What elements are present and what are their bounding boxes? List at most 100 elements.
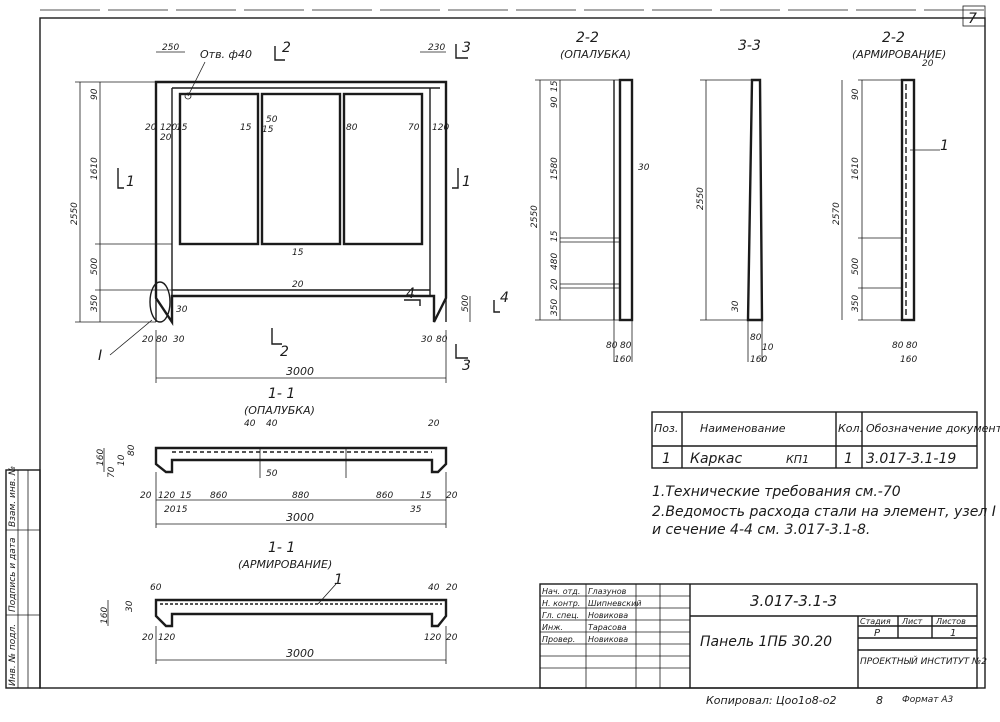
- s11r-dim-20b: 20: [446, 583, 458, 593]
- stamp-inventory-number: Инв. № подл.: [8, 624, 18, 686]
- elev-bottom-dim-80: 80: [156, 335, 168, 345]
- drawing-name: Панель 1ПБ 30.20: [700, 634, 832, 650]
- s11f-left-dim-10: 10: [117, 454, 127, 466]
- s33-dim-2550: 2550: [696, 187, 706, 210]
- s22r-dim-500: 500: [851, 258, 861, 275]
- elev-section-mark-2-bottom: 2: [280, 344, 289, 360]
- elev-inner-dim-20b: 20: [292, 280, 304, 290]
- organization: ПРОЕКТНЫЙ ИНСТИТУТ №2: [860, 655, 987, 667]
- format-label: Формат А3: [902, 695, 954, 705]
- note-2-continuation: и сечение 4-4 см. 3.017-3.1-8.: [652, 522, 870, 538]
- elev-inner-dim-15d: 15: [292, 248, 304, 258]
- section-2-2-reinf-title: 2-2: [882, 30, 905, 46]
- elev-top-dim-230: 230: [428, 43, 445, 53]
- signer-name-2: Шипневский: [588, 599, 641, 608]
- elev-inner-dim-20: 20: [145, 123, 157, 133]
- signer-name-1: Глазунов: [588, 587, 627, 596]
- signer-role-2: Н. контр.: [542, 599, 580, 608]
- elev-section-mark-4-left: 4: [406, 286, 415, 302]
- elev-inner-dim-15b: 15: [240, 123, 252, 133]
- s22r-dim-80b: 80: [906, 341, 918, 351]
- section-1-1-formwork: 1- 1 (ОПАЛУБКА) 40 40 20 160 70 10 80 50…: [96, 386, 458, 528]
- spec-row-name: Каркас: [690, 451, 742, 467]
- sheet-header: Лист: [901, 617, 923, 626]
- elev-bottom-dim-80b: 80: [436, 335, 448, 345]
- spec-row-qty: 1: [844, 451, 853, 467]
- s33-dim-10: 10: [762, 343, 774, 353]
- s11r-dim-20c: 20: [446, 633, 458, 643]
- spec-row-doc: 3.017-3.1-19: [866, 451, 956, 467]
- spec-table: Поз. Наименование Кол. Обозначение докум…: [651, 411, 1000, 469]
- title-block: Нач. отд. Глазунов Н. контр. Шипневский …: [539, 583, 987, 689]
- s22f-dim-80a: 80: [606, 341, 618, 351]
- s11f-bot-dim-35: 35: [410, 505, 422, 515]
- elev-top-dim-250: 250: [162, 43, 179, 53]
- section-3-3-title: 3-3: [738, 38, 761, 54]
- signer-role-4: Инж.: [542, 623, 563, 632]
- s11f-bot-dim-20: 20: [140, 491, 152, 501]
- elev-section-mark-3-bottom: 3: [462, 358, 471, 374]
- s11r-dim-160: 160: [100, 607, 110, 624]
- s11f-bot-dim-20c: 20: [164, 505, 176, 515]
- s11f-bot-dim-860a: 860: [210, 491, 227, 501]
- elev-left-dim-500: 500: [90, 258, 100, 275]
- s11f-overall-width: 3000: [286, 511, 314, 524]
- elev-overall-width: 3000: [286, 365, 314, 378]
- elev-inner-dim-50: 50: [266, 115, 278, 125]
- note-2: 2.Ведомость расхода стали на элемент, уз…: [652, 504, 996, 520]
- s22r-callout-1: 1: [940, 138, 949, 154]
- s22f-dim-30: 30: [638, 163, 650, 173]
- s11r-dim-120b: 120: [424, 633, 441, 643]
- elev-section-mark-3-top: 3: [462, 40, 471, 56]
- section-2-2-reinf-subtitle: (АРМИРОВАНИЕ): [852, 48, 946, 61]
- s11f-bot-dim-15c: 15: [176, 505, 188, 515]
- elev-left-dim-90: 90: [90, 88, 100, 100]
- s11f-bot-dim-15b: 15: [420, 491, 432, 501]
- s11r-subtitle: (АРМИРОВАНИЕ): [238, 558, 332, 571]
- s11f-inner-dim-50: 50: [266, 469, 278, 479]
- s11f-bot-dim-860b: 860: [376, 491, 393, 501]
- stage-value: Р: [874, 628, 881, 639]
- elev-right-dim-120: 120: [432, 123, 449, 133]
- signer-name-3: Новикова: [588, 611, 628, 620]
- elev-section-mark-1-left: 1: [126, 174, 135, 190]
- footer-page: 8: [876, 694, 883, 707]
- s22r-dim-1610: 1610: [851, 157, 861, 180]
- spec-header-qty: Кол.: [838, 422, 863, 435]
- s22r-dim-80a: 80: [892, 341, 904, 351]
- stamp-signature-date: Подпись и дата: [8, 537, 18, 612]
- elevation-view: Отв. ф40 250 230 90 1610 500 350 2550 12…: [70, 40, 509, 383]
- s22r-dim-90: 90: [851, 88, 861, 100]
- note-1: 1.Технические требования см.-70: [652, 484, 901, 500]
- elev-node-mark-I: I: [98, 348, 102, 364]
- elev-section-mark-1-right: 1: [462, 174, 471, 190]
- elev-bottom-dim-30: 30: [173, 335, 185, 345]
- s11r-overall-width: 3000: [286, 647, 314, 660]
- s11r-dim-120: 120: [158, 633, 175, 643]
- section-3-3: 3-3 2550 30 80 10 160: [696, 38, 774, 365]
- elev-inner-dim-15c: 15: [262, 125, 274, 135]
- elev-bottom-dim-30b: 30: [421, 335, 433, 345]
- s11f-left-dim-70: 70: [107, 466, 117, 478]
- spec-row-mark: КП1: [786, 453, 809, 466]
- elev-inner-dim-20c: 20: [160, 133, 172, 143]
- section-2-2-formwork: 2-2 (ОПАЛУБКА) 15 90 1580 15 480 20 350 …: [530, 30, 650, 365]
- side-stamp: Инв. № подл. Подпись и дата Взам. инв. №: [5, 466, 41, 689]
- s11r-dim-30: 30: [125, 600, 135, 612]
- s11f-top-dim-20: 20: [428, 419, 440, 429]
- elev-right-dim-70: 70: [408, 123, 420, 133]
- s22f-dim-160: 160: [614, 355, 631, 365]
- copied-by: Копировал: Цоо1о8-о2: [706, 694, 836, 707]
- s22f-dim-90: 90: [550, 96, 560, 108]
- s22f-dim-480: 480: [550, 253, 560, 270]
- elev-section-mark-2-top: 2: [282, 40, 291, 56]
- s11f-bot-dim-880: 880: [292, 491, 309, 501]
- signer-role-5: Провер.: [542, 635, 575, 644]
- elev-section-mark-4-right: 4: [500, 290, 509, 306]
- sheets-value: 1: [950, 628, 956, 639]
- signer-role-3: Гл. спец.: [542, 611, 579, 620]
- s11f-left-dim-160: 160: [96, 449, 106, 466]
- elev-left-dim-1610: 1610: [90, 157, 100, 180]
- s11f-bot-dim-20b: 20: [446, 491, 458, 501]
